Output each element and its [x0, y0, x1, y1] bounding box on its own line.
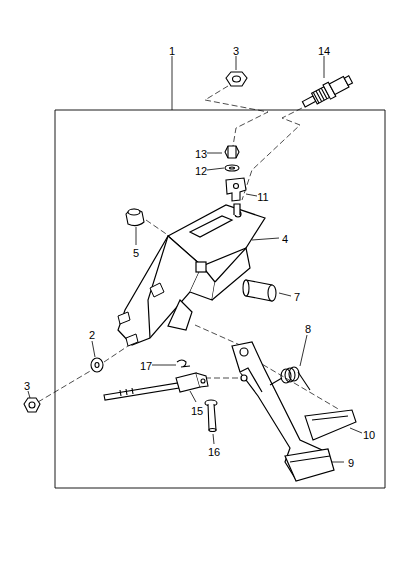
callout-anchor: 9 [348, 453, 354, 471]
callout-anchor: 10 [363, 425, 375, 443]
callout-number: 3 [233, 45, 239, 57]
callout-anchor: 17 [140, 356, 152, 374]
callout-number: 3 [24, 380, 30, 392]
callout-anchor: 3 [24, 376, 30, 394]
callout-anchor: 13 [195, 144, 207, 162]
callout-anchor: 15 [191, 401, 203, 419]
callout-anchor: 11 [257, 187, 268, 205]
callout-anchor: 4 [282, 229, 288, 247]
callout-number: 16 [208, 446, 220, 458]
callout-number: 11 [257, 191, 268, 203]
callout-anchor: 1 [169, 41, 175, 59]
callout-number: 10 [363, 429, 375, 441]
callout-number: 1 [169, 45, 175, 57]
callout-number: 8 [305, 323, 311, 335]
callout-number: 14 [318, 45, 330, 57]
callout-number: 17 [140, 360, 152, 372]
callout-anchor: 12 [195, 161, 207, 179]
callout-anchor: 2 [89, 325, 95, 343]
callout-number: 5 [133, 247, 139, 259]
callout-anchor: 7 [294, 287, 300, 305]
callout-number: 13 [195, 148, 207, 160]
callout-anchor: 5 [133, 243, 139, 261]
callout-anchor: 16 [208, 442, 220, 460]
callout-number: 2 [89, 329, 95, 341]
callout-number: 9 [348, 457, 354, 469]
callout-number: 15 [191, 405, 203, 417]
callout-number: 12 [195, 165, 207, 177]
callout-number: 7 [294, 291, 300, 303]
callout-anchor: 8 [305, 319, 311, 337]
callout-anchor: 3 [233, 41, 239, 59]
callout-anchor: 14 [318, 41, 330, 59]
callout-number: 4 [282, 233, 288, 245]
